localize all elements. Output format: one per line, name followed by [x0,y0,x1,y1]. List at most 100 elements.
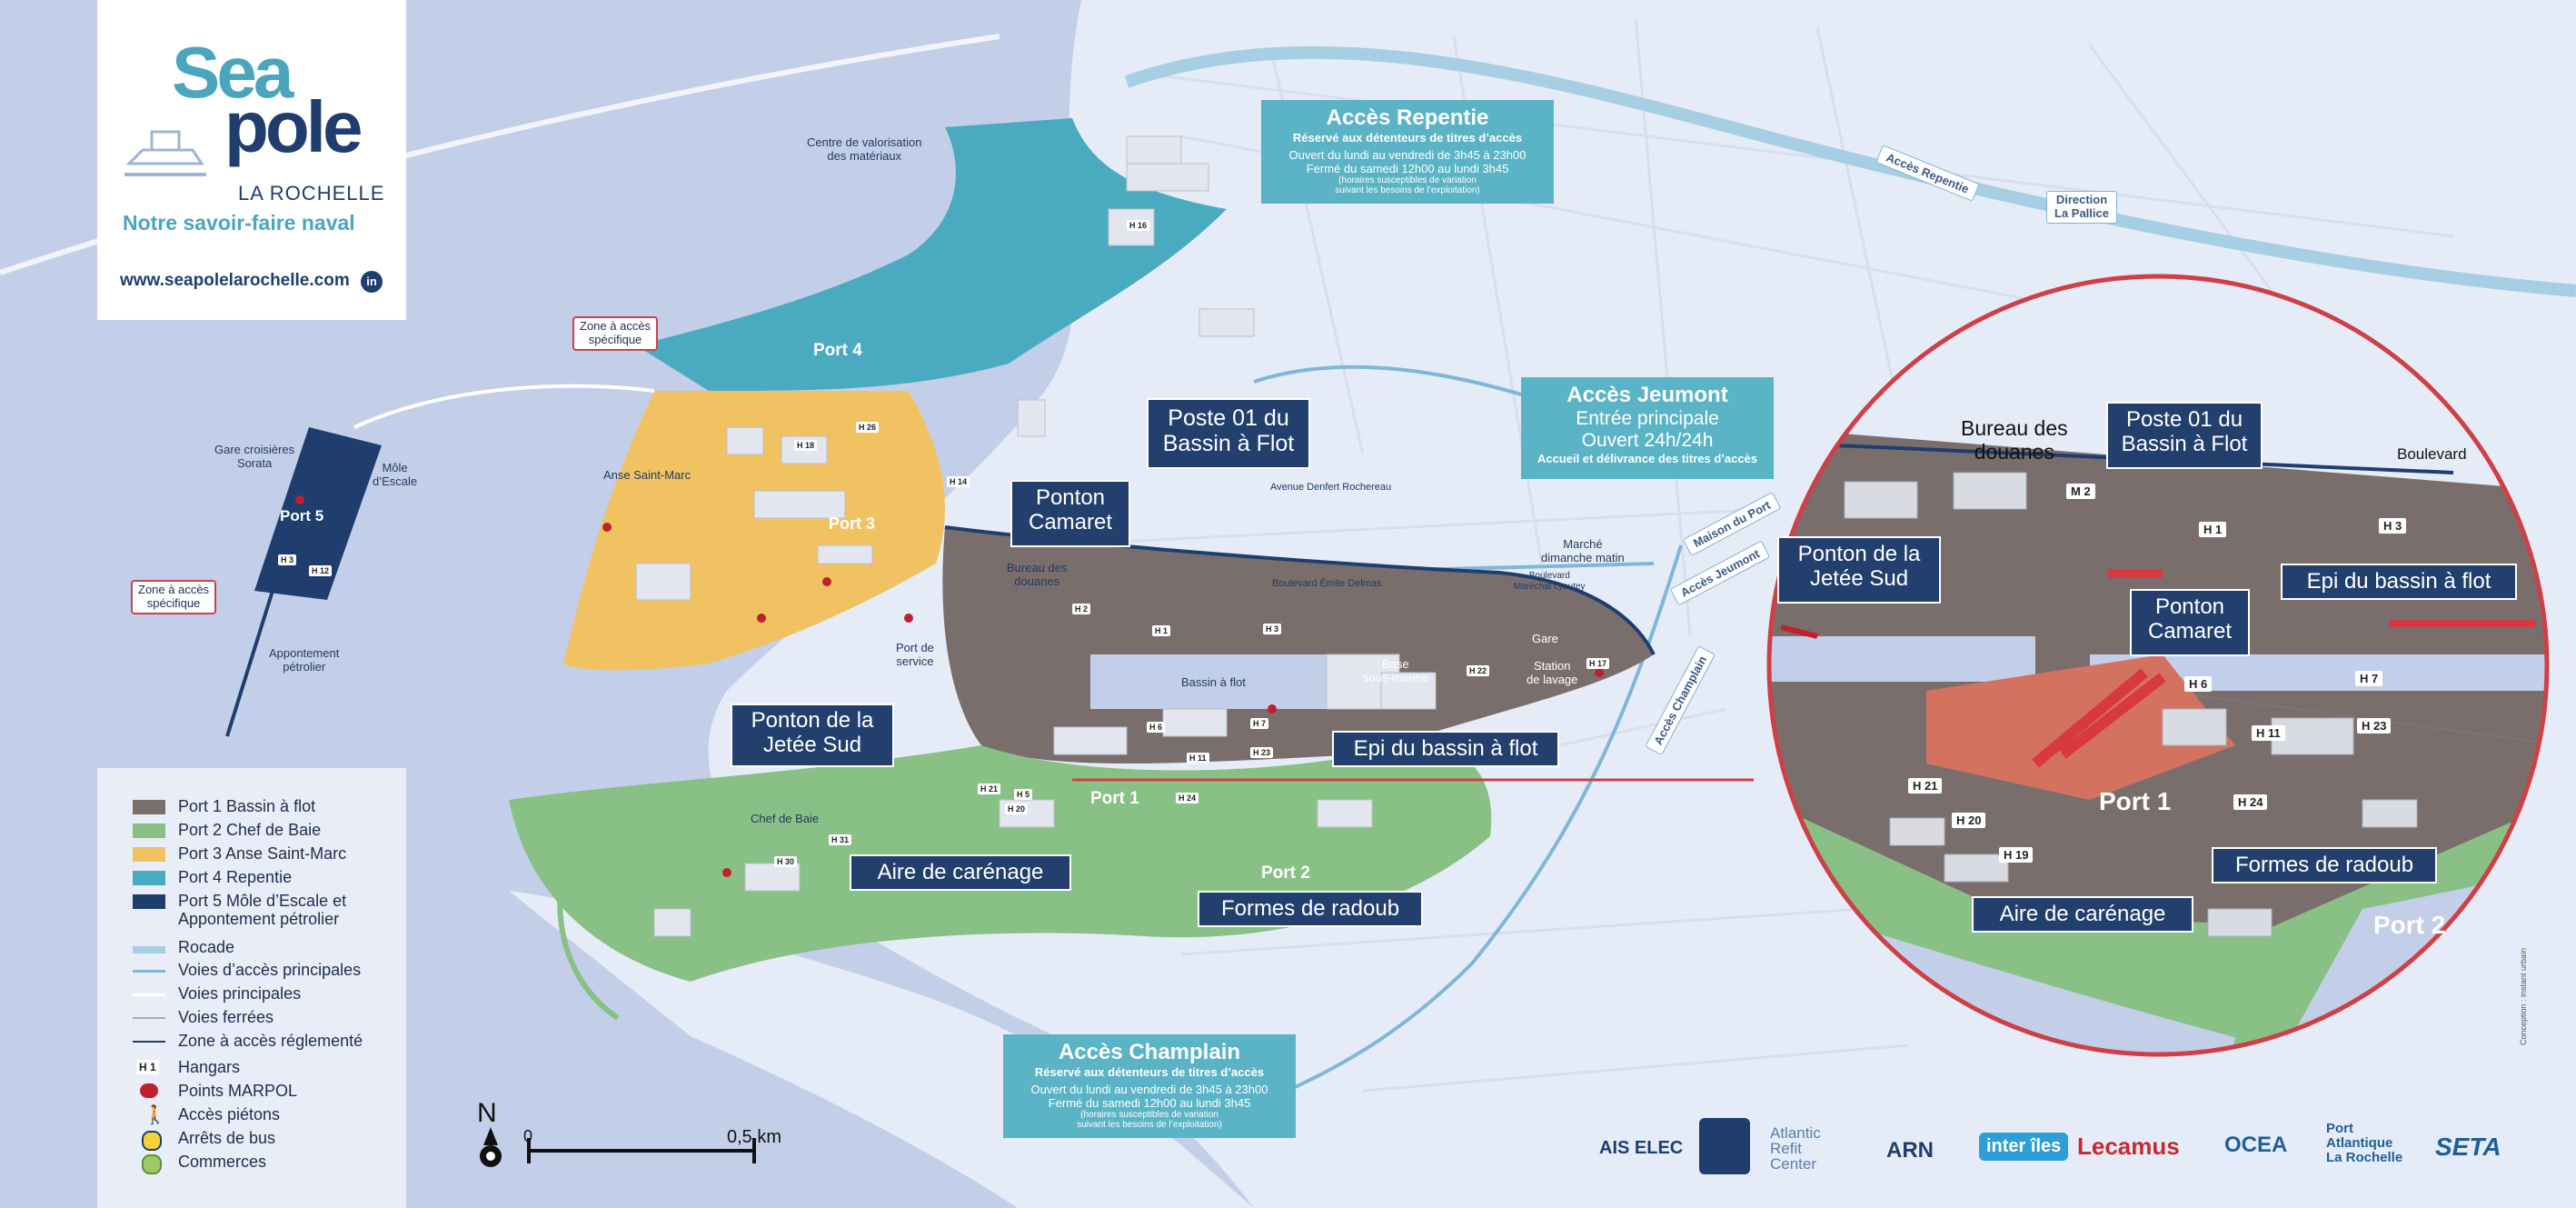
hangar-badge: H 31 [829,834,852,845]
zoom-jetee-line2: Jetée Sud [1809,565,1909,591]
zoom-hangar-badge: H 23 [2357,718,2392,734]
access-repentie-line1: Ouvert du lundi au vendredi de 3h45 à 23… [1288,148,1527,162]
access-repentie-title: Accès Repentie [1326,105,1489,130]
hangar-badge: H 20 [1005,804,1029,814]
bus-stop-icon [142,1131,162,1151]
zoom-hangar-badge: H 24 [2233,794,2268,810]
legend-swatch-port1 [133,800,165,814]
place-gare: Gare [1532,632,1558,645]
place-marche-line1: Marché [1563,537,1603,551]
callout-jetee-line2: Jetée Sud [762,732,862,757]
place-mole: Môle d’Escale [373,461,418,489]
zoom-hangar-badge: H 1 [2199,522,2227,537]
place-centre-line2: des matériaux [827,148,902,163]
hangar-badge: H 16 [1127,220,1150,231]
legend-label-marpol: Points MARPOL [178,1082,298,1100]
sign-direction-pallice: Direction La Pallice [2046,191,2117,224]
place-bureau-line1: Bureau des [1007,561,1068,574]
access-champlain-note1: (horaires susceptibles de variation [1080,1110,1218,1120]
hangar-badge: H 12 [309,565,333,576]
hangar-badge: H 7 [1250,718,1269,729]
place-mole-line2: d’Escale [373,474,418,488]
linkedin-icon[interactable]: in [361,271,383,293]
hangar-badge: H 11 [1187,753,1209,764]
place-base-line1: Base [1381,657,1409,671]
sponsor-seta: SETA [2435,1133,2501,1161]
zoom-hangar-badge: H 19 [1999,847,2034,863]
zoom-hangar-badge: H 3 [2379,518,2407,534]
port3-label: Port 3 [829,514,876,533]
access-jeumont-box: Accès Jeumont Entrée principale Ouvert 2… [1521,377,1774,479]
zoom-callout-epi: Epi du bassin à flot [2281,564,2517,600]
access-champlain-box: Accès Champlain Réservé aux détenteurs d… [1003,1034,1296,1138]
place-base-line2: sous-marine [1363,670,1428,684]
port2-label: Port 2 [1261,864,1310,883]
place-gare-croisieres-line2: Sorata [236,455,273,470]
access-jeumont-sub: Accueil et délivrance des titres d’accès [1537,452,1758,465]
access-repentie-box: Accès Repentie Réservé aux détenteurs de… [1261,100,1554,204]
sponsor-pa-line1: Port [2326,1121,2353,1136]
callout-poste01: Poste 01 du Bassin à Flot [1147,398,1310,469]
access-repentie-line2: Fermé du samedi 12h00 au lundi 3h45 [1306,162,1509,175]
place-station-lavage: Station de lavage [1527,659,1577,687]
marpol-point-icon [140,1083,158,1098]
callout-aire: Aire de carénage [850,854,1071,891]
legend-line-restricted [133,1041,165,1043]
zoom-hangar-badge: M 2 [2066,484,2095,499]
hangar-badge: H 5 [1014,789,1033,800]
access-jeumont-line1: Entrée principale [1576,408,1719,429]
place-appontement-line2: pétrolier [283,659,326,674]
zoom-callout-poste01: Poste 01 du Bassin à Flot [2106,402,2263,469]
access-champlain-line1: Ouvert du lundi au vendredi de 3h45 à 23… [1030,1083,1268,1096]
logo-word-pole: pole [224,86,363,167]
street-denfert-rochereau: Avenue Denfert Rochereau [1270,482,1392,493]
access-champlain-note2: suivant les besoins de l’exploitation) [1077,1120,1222,1130]
sponsor-lecamus: Lecamus [2077,1133,2180,1160]
hangar-badge: H 26 [856,422,880,433]
place-boulevard-line2: Maréchal Lyautey [1514,581,1586,592]
zoom-poste01-line1: Poste 01 du [2125,407,2243,432]
legend-label-shop: Commerces [178,1153,267,1171]
place-bureau-line2: douanes [1014,574,1060,588]
place-anse-saint-marc: Anse Saint-Marc [603,468,691,482]
website-link[interactable]: www.seapolelarochelle.com [120,271,350,290]
legend-swatch-port4 [133,871,165,885]
place-boulevard-lyautey: Boulevard Maréchal Lyautey [1514,571,1586,592]
logo-ship-icon [124,118,206,176]
legend-label-main-roads: Voies principales [178,984,302,1003]
sponsor-atlantic-refit: Atlantic Refit Center [1770,1125,1821,1172]
zoom-bureau-line1: Bureau des [1961,416,2068,440]
zone-specific-access-1: Zone à accès spécifique [572,316,659,351]
hangar-badge: H 14 [947,476,970,487]
place-appontement: Appontement pétrolier [269,646,340,674]
scale-zero: 0 [523,1127,533,1145]
legend-swatch-port2 [133,824,165,838]
callout-epi: Epi du bassin à flot [1332,731,1559,767]
legend-label-port2: Port 2 Chef de Baie [178,821,322,839]
zoom-callout-formes: Formes de radoub [2212,847,2437,884]
place-marche-line2: dimanche matin [1541,550,1625,564]
zoom-hangar-badge: H 6 [2184,676,2213,692]
zoom-hangar-badge: H 7 [2355,671,2383,686]
place-port-service: Port de service [896,641,934,669]
sponsor-pa-line3: La Rochelle [2326,1149,2403,1165]
zoom-poste01-line2: Bassin à Flot [2121,431,2248,456]
sponsor-arn: ARN [1886,1138,1934,1163]
place-gare-croisieres-line1: Gare croisières [214,443,295,456]
callout-poste01-line1: Poste 01 du [1168,405,1289,431]
place-centre-line1: Centre de valorisation [807,135,922,149]
place-port-service-line1: Port de [896,641,934,654]
scale-distance: 0,5 km [727,1127,782,1147]
zoom-port2-label: Port 2 [2373,911,2446,939]
callout-ponton-camaret: Ponton Camaret [1010,480,1130,547]
hangar-badge: H 1 [1152,625,1171,636]
legend-label-rail: Voies ferrées [178,1008,274,1026]
hangar-badge: H 21 [978,784,1001,794]
zoom-callout-aire: Aire de carénage [1972,896,2193,933]
hangar-badge: H 22 [1467,665,1490,676]
place-mole-line1: Môle [382,461,408,474]
zone-specific-access-2: Zone à accès spécifique [131,580,217,614]
sponsor-arc-line1: Atlantic [1770,1124,1821,1142]
callout-formes: Formes de radoub [1198,891,1423,927]
place-appontement-line1: Appontement [269,646,340,660]
